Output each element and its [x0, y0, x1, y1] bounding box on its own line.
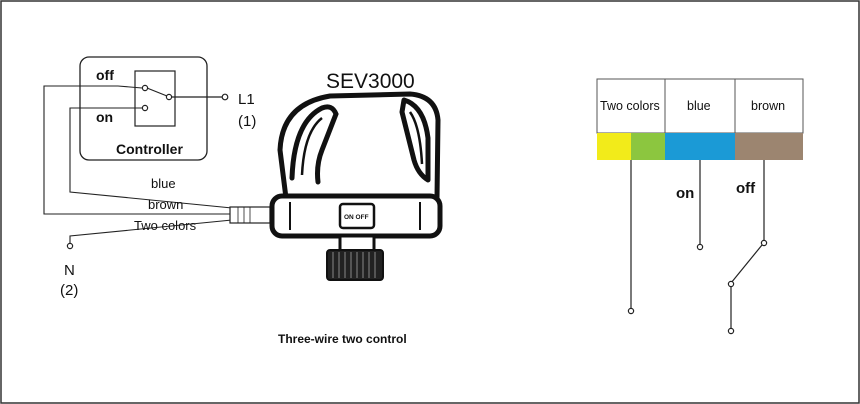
switch-pivot-terminal [727, 280, 735, 288]
l1-terminal [221, 93, 229, 101]
brown-terminal [760, 239, 768, 247]
color-table-header-blue: blue [687, 99, 711, 113]
color-table-header-row [596, 78, 804, 134]
actuator-left-rib-inner [300, 117, 323, 176]
brown-wire [43, 85, 232, 215]
swatch-yellow [597, 133, 631, 160]
controller-on-label: on [96, 109, 113, 125]
actuator-knob-knurl [332, 252, 376, 278]
wire-label-brown: brown [148, 197, 183, 212]
contact-common-terminal [165, 93, 173, 101]
diagram-caption: Three-wire two control [278, 332, 407, 346]
controller-off-label: off [96, 67, 114, 83]
two-colors-terminal [627, 307, 635, 315]
two-colors-wire [69, 219, 233, 244]
actuator-switch-label: ON OFF [344, 214, 369, 221]
l1-number: (1) [238, 113, 256, 130]
wire-label-blue: blue [151, 176, 176, 191]
actuator-model: SEV3000 [326, 70, 415, 93]
color-table-header-two-colors: Two colors [600, 99, 660, 113]
actuator-illustration: SEV3000 ON OFF [269, 70, 443, 281]
l1-label: L1 [238, 91, 255, 108]
controller-relay-box [134, 70, 176, 127]
blue-wire [69, 107, 233, 209]
switch-blade [146, 87, 168, 97]
n-label: N [64, 262, 75, 279]
color-table-header-brown: brown [751, 99, 785, 113]
swatch-brown [735, 133, 803, 160]
color-table: Two colors blue brown [596, 78, 804, 160]
wire-routes [43, 85, 233, 244]
actuator-switch [338, 202, 376, 230]
contact-on-terminal [141, 104, 149, 112]
contact-off-terminal [141, 84, 149, 92]
blue-terminal [696, 243, 704, 251]
swatch-blue [665, 133, 735, 160]
switch-off-label: off [736, 180, 756, 197]
controller-title: Controller [116, 141, 183, 157]
n-number: (2) [60, 282, 78, 299]
actuator-left-rib [289, 104, 339, 185]
controller-box: off on Controller [79, 56, 229, 161]
swatch-green [631, 133, 665, 160]
switch-bottom-terminal [727, 327, 735, 335]
cable-stub [229, 206, 271, 224]
actuator-right-rib-inner [408, 111, 424, 165]
wire-label-two-colors: Two colors [134, 218, 197, 233]
switch-lever [730, 244, 763, 284]
switch-diagram [630, 160, 765, 328]
n-terminal [66, 242, 74, 250]
switch-on-label: on [676, 185, 694, 202]
